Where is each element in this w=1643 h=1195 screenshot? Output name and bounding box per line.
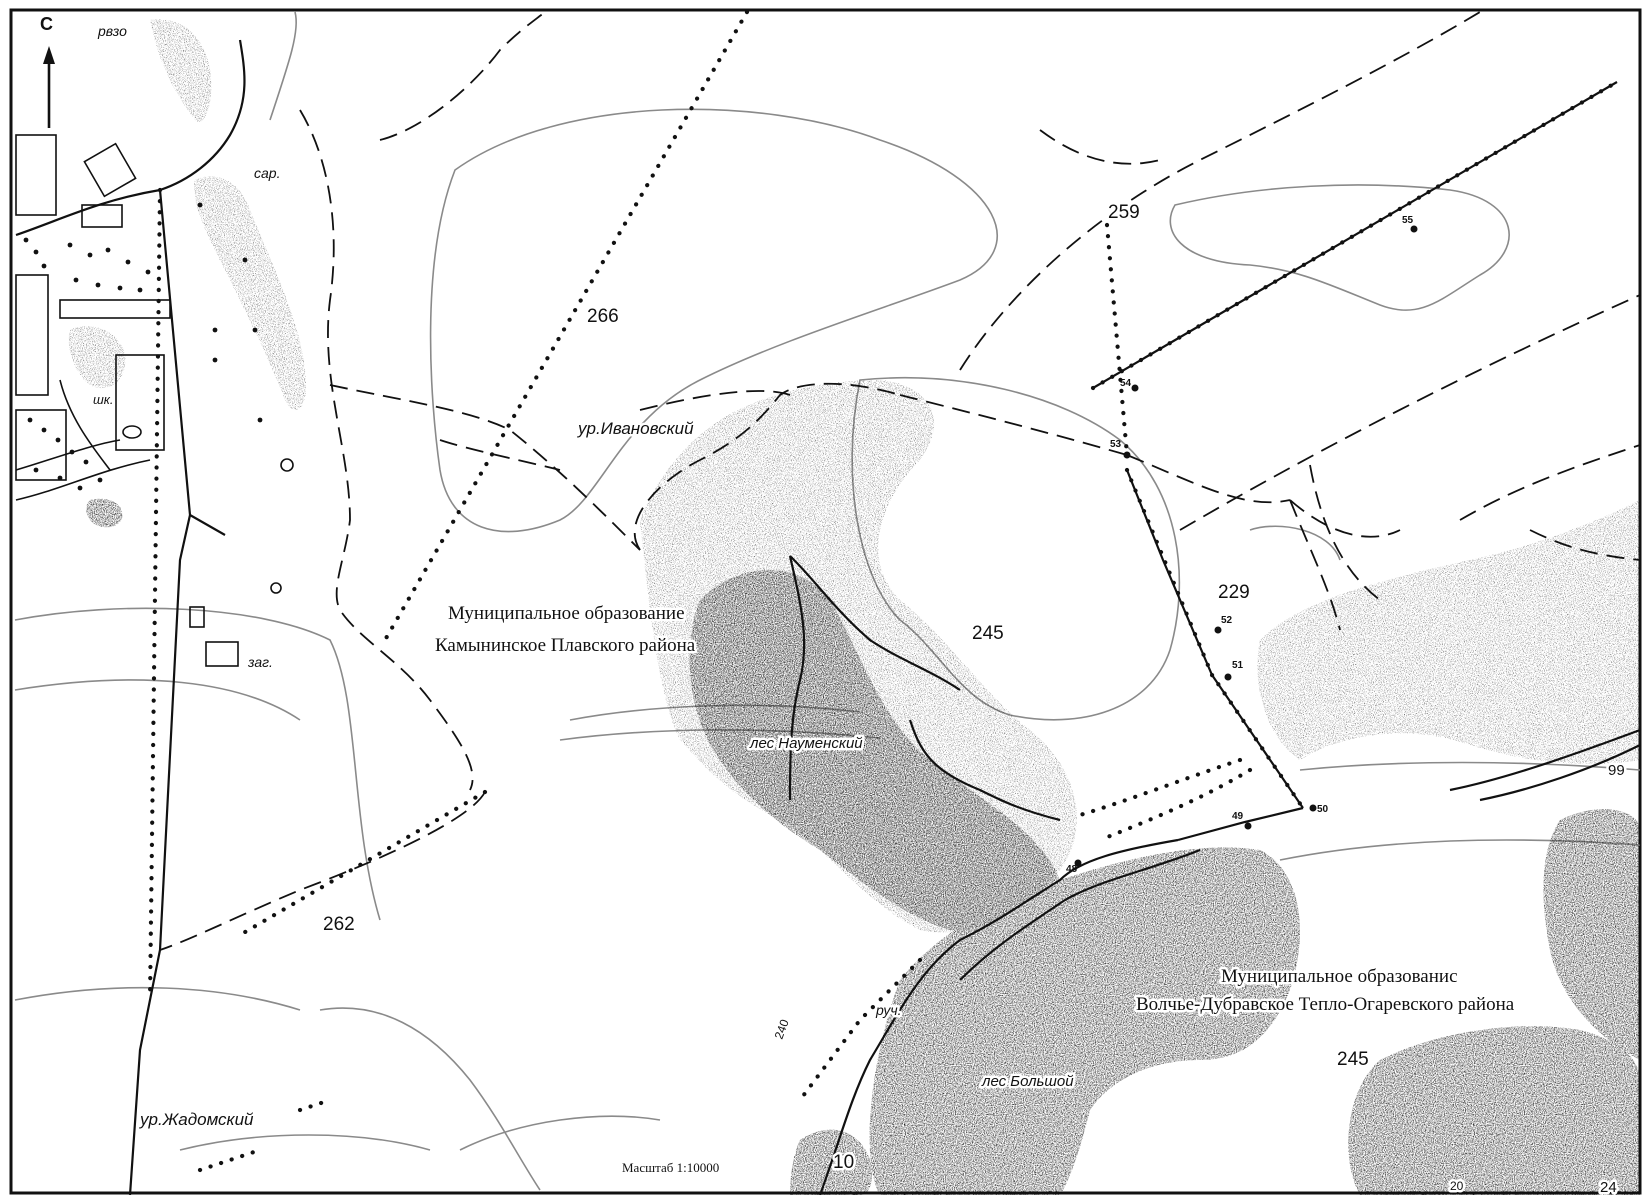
scale-label: Масштаб 1:10000 [622,1160,719,1175]
municipality-2-line2: Волчье-Дубравское Тепло-Огаревского райо… [1136,994,1515,1015]
point-50-label: 50 [1317,804,1329,815]
parcel-245-south: 245 [1337,1049,1369,1070]
place-bolshoy: лес Большой [981,1073,1074,1090]
point-55 [1410,225,1418,233]
point-52 [1214,626,1222,634]
municipality-1-line2: Камынинское Плавского района [435,635,696,656]
dotted-boundaries [147,9,1620,1173]
place-sar: сар. [254,165,280,181]
parcel-262: 262 [323,914,355,935]
parcel-229: 229 [1218,582,1250,603]
village-dots [23,202,263,491]
place-naumensky: лес Науменский [749,735,863,752]
north-arrow: С [40,14,55,128]
parcel-24: 24 [1600,1179,1617,1195]
place-rvzo: рвзо [97,23,127,39]
point-51-label: 51 [1232,660,1244,671]
point-53-label: 53 [1110,439,1122,450]
point-53 [1123,451,1131,459]
forest-areas [68,19,1640,1195]
point-52-label: 52 [1221,615,1233,626]
point-54-label: 54 [1120,378,1132,389]
parcel-240: 240 [772,1017,792,1041]
place-zag: заг. [247,654,273,670]
village-blocks [15,134,294,667]
place-zhadomsky: ур.Жадомский [139,1110,254,1129]
parcel-numbers: 266 259 245 229 262 245 10 99 24 20 240 [321,200,1628,1195]
parcel-99: 99 [1608,762,1625,779]
parcel-266: 266 [587,306,619,327]
point-54 [1131,384,1139,392]
roads [15,39,1641,1195]
parcel-10: 10 [833,1152,854,1173]
place-shk: шк. [93,392,114,407]
point-48-label: 48 [1066,864,1078,875]
place-ruch: руч. [875,1002,901,1018]
north-arrow-label: С [40,14,53,34]
place-ivanovsky: ур.Ивановский [577,419,694,438]
municipality-1-line1: Муниципальное образование [448,603,685,624]
municipality-labels: Муниципальное образование Камынинское Пл… [433,601,1518,1018]
municipality-2-line1: Муниципальное образованис [1221,966,1458,987]
boundary-point-labels: 55 54 53 52 51 50 49 48 [1066,215,1414,875]
dashed-boundaries [159,11,1641,951]
point-49-label: 49 [1232,811,1244,822]
point-51 [1224,673,1232,681]
point-50 [1309,804,1317,812]
place-names: ур.Ивановский ур.Жадомский лес Науменски… [93,23,1077,1132]
parcel-245-north: 245 [972,623,1004,644]
point-48 [1074,859,1082,867]
boundary-point-markers [1074,225,1418,867]
point-49 [1244,822,1252,830]
parcel-20: 20 [1450,1179,1464,1193]
point-55-label: 55 [1402,215,1414,226]
parcel-259: 259 [1108,202,1140,223]
